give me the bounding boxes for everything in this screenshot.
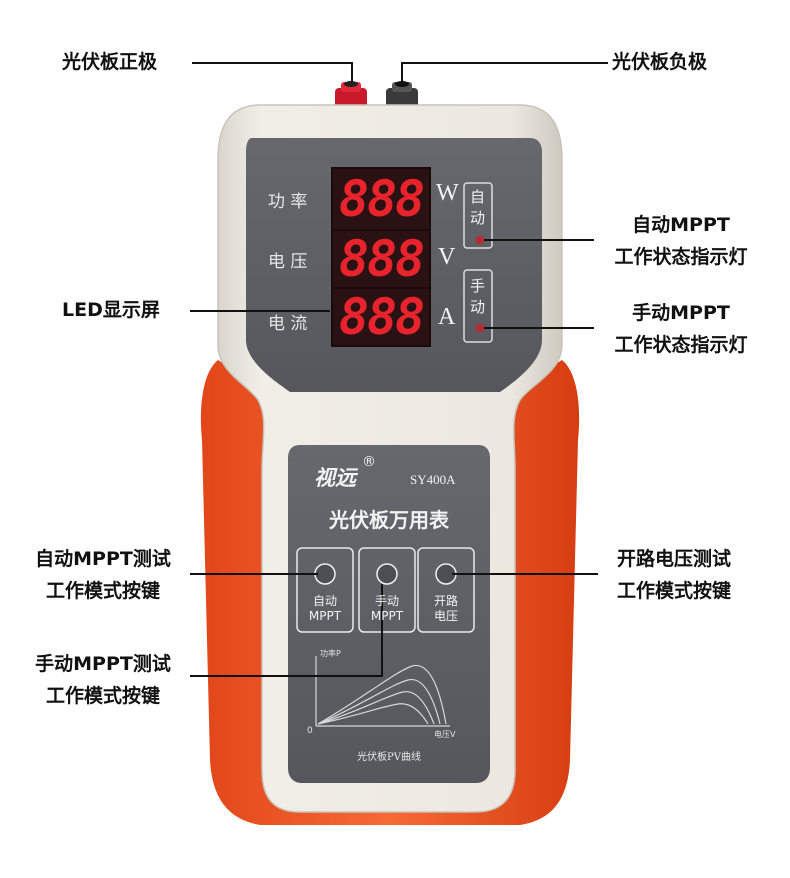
voc-key-frame: [417, 547, 475, 633]
pv-curve-graph: [315, 656, 450, 727]
row-label-power: 功 率: [268, 192, 308, 212]
manual-mppt-key-label-1: 手动: [374, 594, 399, 608]
graph-x-label: 电压V: [434, 730, 456, 739]
callout-manual-indicator-line1: 手动MPPT: [632, 302, 730, 324]
callout-pv-positive: 光伏板正极: [62, 51, 158, 73]
callout-voc-key-line2: 工作模式按键: [616, 580, 731, 602]
auto-tag-box: [463, 182, 493, 249]
row-label-voltage: 电 压: [268, 252, 308, 272]
manual-indicator-led: [475, 323, 485, 333]
auto-indicator-led: [475, 235, 485, 245]
unit-amp: A: [438, 304, 456, 330]
unit-volt: V: [438, 244, 456, 270]
callout-auto-indicator: 自动MPPT 工作状态指示灯: [596, 211, 766, 271]
brand-logo: 视远: [314, 465, 356, 490]
model-number: SY400A: [410, 472, 456, 487]
callout-manual-key-line2: 工作模式按键: [45, 685, 160, 707]
callout-led-display: LED显示屏: [62, 299, 160, 321]
auto-mppt-key-label-1: 自动: [312, 594, 337, 608]
callout-auto-indicator-line1: 自动MPPT: [632, 214, 730, 236]
led-window-current: [331, 287, 431, 347]
graph-y-label: 功率P: [320, 649, 341, 658]
callout-auto-key-line2: 工作模式按键: [45, 580, 160, 602]
auto-mppt-key-frame: [296, 547, 354, 633]
callout-manual-key-line1: 手动MPPT测试: [35, 653, 171, 675]
callout-manual-indicator-line2: 工作状态指示灯: [614, 334, 748, 356]
callout-auto-key-line1: 自动MPPT测试: [35, 548, 171, 570]
auto-tag-char2: 动: [470, 209, 486, 227]
led-digits-voltage: 888: [338, 230, 425, 288]
callout-lines: [190, 62, 608, 677]
callout-pv-negative: 光伏板负极: [612, 51, 708, 73]
graph-origin: 0: [307, 726, 313, 736]
callout-voc-key: 开路电压测试 工作模式按键: [600, 545, 748, 605]
callout-manual-key: 手动MPPT测试 工作模式按键: [20, 650, 186, 710]
voc-key-label-1: 开路: [433, 594, 458, 608]
callout-voc-key-line1: 开路电压测试: [616, 548, 731, 570]
manual-mppt-key: [376, 563, 398, 585]
voc-key-label-2: 电压: [433, 609, 458, 623]
auto-mppt-key-label-2: MPPT: [308, 609, 342, 623]
manual-mppt-key-label-2: MPPT: [370, 609, 404, 623]
led-digits-current: 888: [338, 288, 425, 346]
unit-watt: W: [436, 180, 459, 206]
panel-title: 光伏板万用表: [329, 508, 449, 532]
manual-mppt-key-frame: [358, 547, 416, 633]
callout-auto-key: 自动MPPT测试 工作模式按键: [20, 545, 186, 605]
led-digits-power: 888: [338, 170, 425, 228]
callout-auto-indicator-line2: 工作状态指示灯: [614, 246, 748, 268]
manual-tag-box: [463, 269, 493, 343]
row-label-current: 电 流: [268, 314, 308, 334]
graph-caption: 光伏板PV曲线: [357, 752, 421, 763]
auto-tag-char1: 自: [470, 188, 486, 206]
manual-tag-char1: 手: [470, 277, 486, 295]
registered-mark: ®: [362, 454, 376, 470]
control-panel: [288, 445, 490, 783]
callout-manual-indicator: 手动MPPT 工作状态指示灯: [596, 299, 766, 359]
manual-tag-char2: 动: [470, 298, 486, 316]
